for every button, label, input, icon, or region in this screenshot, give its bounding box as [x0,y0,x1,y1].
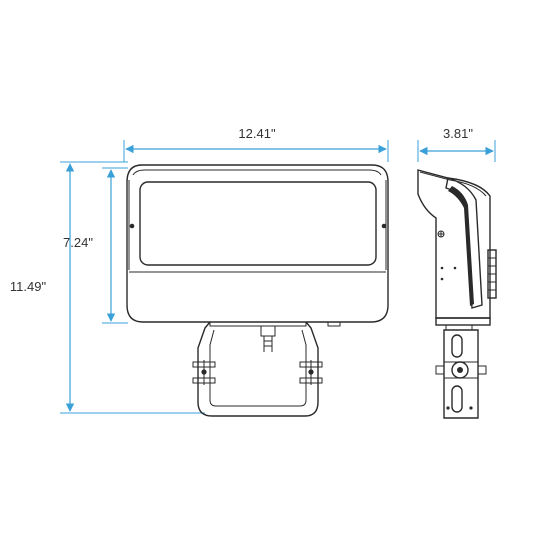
lens-panel [139,181,377,266]
side-top-lip [419,171,487,197]
total-height-label: 11.49" [10,279,47,294]
depth-label: 3.81" [443,126,473,141]
side-lens-shadow [448,186,474,306]
right-screw-icon [381,223,387,229]
cord-gland [260,325,276,337]
side-bottom-cap [435,317,491,326]
side-bracket [435,329,487,419]
cord-icon [263,336,273,352]
width-dimension: 12.41" [123,126,389,162]
housing-top-bevel [132,169,382,176]
bracket-bolt-right [477,365,487,375]
yoke-outline [197,321,319,417]
bracket-bolt-left [435,365,445,375]
front-yoke [192,321,323,417]
bracket-slot-bottom [451,385,463,413]
side-bracket-outline [443,329,479,419]
housing-outline [126,164,389,323]
side-view [417,169,497,331]
right-bolt-group [299,360,323,385]
bracket-slot-top [451,334,463,358]
yoke-top-plate [209,321,307,327]
yoke-inner [209,329,307,407]
housing-height-label: 7.24" [63,235,93,250]
housing-height-dimension: 7.24" [63,167,128,324]
width-label: 12.41" [238,126,276,141]
left-screw-icon [129,223,135,229]
total-height-dimension: 11.49" [10,161,205,414]
side-gland [445,324,473,331]
front-view [126,164,389,327]
depth-dimension: 3.81" [417,126,496,162]
left-bolt-group [192,360,216,385]
bottom-tab [327,321,341,327]
